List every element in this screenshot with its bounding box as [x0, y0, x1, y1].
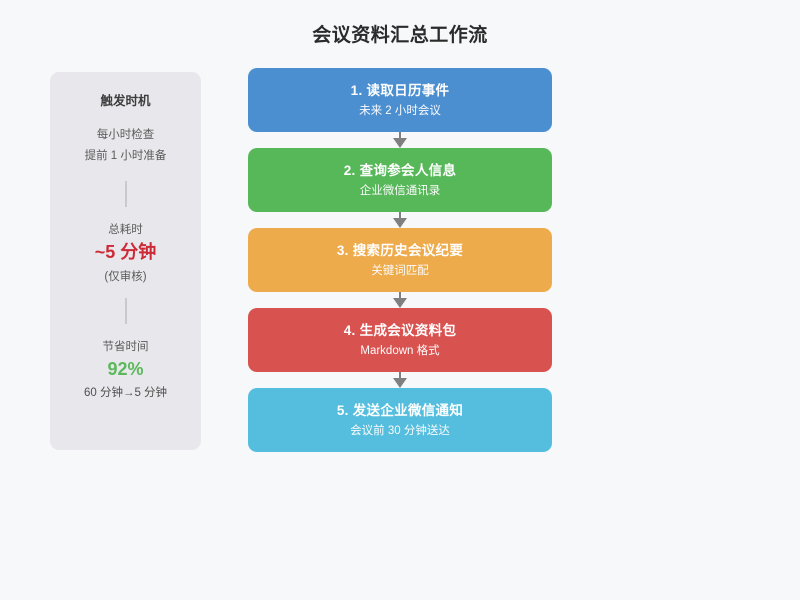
- flow-arrow-1-to-2: [248, 132, 552, 148]
- sidebar-trigger-line-hourly: 每小时检查: [96, 129, 155, 141]
- sidebar-total-time-label: 总耗时: [108, 224, 143, 236]
- flow-node-title: 1. 读取日历事件: [350, 82, 450, 98]
- flow-arrow-4-to-5: [248, 372, 552, 388]
- flow-node-send-notification[interactable]: 5. 发送企业微信通知 会议前 30 分钟送达: [248, 388, 552, 452]
- sidebar-heading-trigger-timing: 触发时机: [100, 94, 151, 108]
- flow-node-search-minutes[interactable]: 3. 搜索历史会议纪要 关键词匹配: [248, 228, 552, 292]
- flow-node-title: 4. 生成会议资料包: [343, 322, 457, 338]
- flow-node-generate-package[interactable]: 4. 生成会议资料包 Markdown 格式: [248, 308, 552, 372]
- sidebar-total-time-note: (仅审核): [104, 271, 147, 283]
- arrow-down-icon: [393, 138, 407, 148]
- flow-node-title: 3. 搜索历史会议纪要: [336, 242, 464, 258]
- arrow-down-icon: [393, 298, 407, 308]
- sidebar-summary-panel: 触发时机 每小时检查 提前 1 小时准备 总耗时 ~5 分钟 (仅审核) 节省时…: [50, 72, 201, 450]
- sidebar-saved-time-value: 92%: [107, 359, 144, 379]
- sidebar-divider-bottom: [124, 298, 127, 324]
- arrow-stem: [399, 132, 401, 140]
- workflow-flowchart: 1. 读取日历事件 未来 2 小时会议 2. 查询参会人信息 企业微信通讯录 3…: [248, 68, 552, 452]
- flow-node-title: 2. 查询参会人信息: [343, 162, 457, 178]
- flow-arrow-2-to-3: [248, 212, 552, 228]
- flow-node-title: 5. 发送企业微信通知: [336, 402, 464, 418]
- sidebar-saved-time-detail: 60 分钟→5 分钟: [83, 387, 168, 399]
- arrow-stem: [399, 372, 401, 380]
- flow-node-query-attendees[interactable]: 2. 查询参会人信息 企业微信通讯录: [248, 148, 552, 212]
- flow-node-subtitle: 会议前 30 分钟送达: [350, 424, 450, 437]
- arrow-down-icon: [393, 218, 407, 228]
- sidebar-saved-time-label: 节省时间: [102, 341, 149, 353]
- flow-node-subtitle: 企业微信通讯录: [359, 184, 441, 197]
- sidebar-trigger-line-advance: 提前 1 小时准备: [84, 150, 167, 162]
- arrow-stem: [399, 212, 401, 220]
- flow-node-subtitle: 关键词匹配: [371, 264, 429, 277]
- flow-node-subtitle: Markdown 格式: [360, 344, 440, 357]
- arrow-down-icon: [393, 378, 407, 388]
- arrow-stem: [399, 292, 401, 300]
- sidebar-divider-top: [124, 181, 127, 207]
- page-title: 会议资料汇总工作流: [312, 25, 488, 46]
- flow-arrow-3-to-4: [248, 292, 552, 308]
- flow-node-subtitle: 未来 2 小时会议: [359, 104, 441, 117]
- flow-node-read-calendar[interactable]: 1. 读取日历事件 未来 2 小时会议: [248, 68, 552, 132]
- sidebar-total-time-value: ~5 分钟: [94, 242, 157, 262]
